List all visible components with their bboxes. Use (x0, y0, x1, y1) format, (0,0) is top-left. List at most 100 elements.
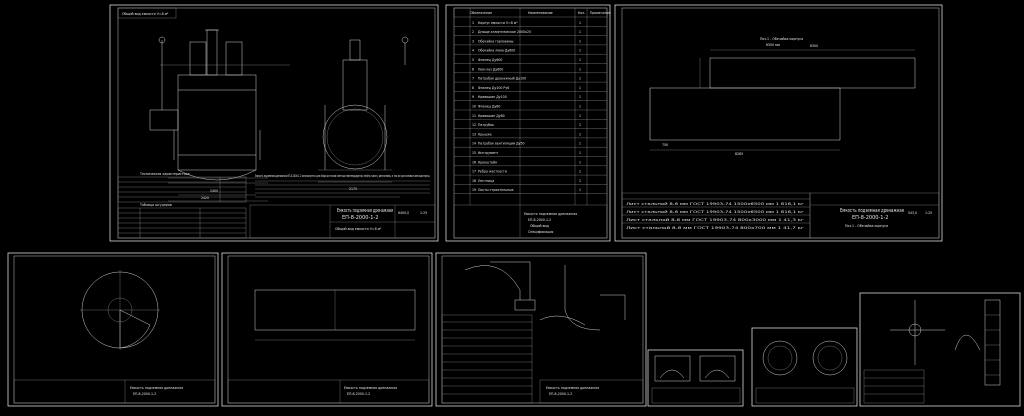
spec-row-label: Фланец Ду600 (478, 58, 502, 62)
spec-row-pos: 18 (472, 179, 476, 183)
title-scale: 1:25 (420, 211, 427, 215)
spec-row-pos: 11 (472, 114, 476, 118)
spec-row-label: Патрубок вентиляции Ду50 (478, 142, 525, 146)
spec-row-label: Кронштейн (478, 160, 497, 164)
sheet-bottom-4 (647, 349, 744, 407)
spec-row-qty: 1 (579, 160, 581, 164)
title-view: Общий вид емкости V=8 м³ (335, 227, 382, 231)
materials-rows-group: Лист стальной 8-6 мм ГОСТ 19903-74 1500х… (622, 198, 810, 230)
shell-sub: 6500 мм (766, 43, 781, 47)
b1-title: Емкость подземная дренажная (130, 386, 183, 390)
spec-code: ЕП-8-2000-1-2 (528, 218, 551, 222)
tech-characteristics-table: Техническая характеристика (117, 172, 247, 203)
b2-code: ЕП-8-2000-1-2 (347, 392, 370, 396)
shell-block-title: Емкость подземная дренажная (840, 208, 904, 214)
title-mass: 6400,0 (398, 211, 409, 215)
sheet-bottom-6 (859, 292, 1021, 407)
title-code: ЕП-8-2000-1-2 (342, 215, 378, 221)
spec-row-label: Днище эллиптическое 2000х25 (478, 30, 531, 34)
b1-code: ЕП-8-2000-1-2 (133, 392, 156, 396)
spec-row-qty: 1 (579, 67, 581, 71)
spec-row-pos: 1 (472, 21, 474, 25)
stamp-corner-text: Общий вид емкости V=8 м³ (122, 12, 169, 16)
spec-title: Емкость подземная дренажная (524, 212, 577, 216)
spec-row-pos: 12 (472, 123, 476, 127)
shell-title: Поз.1 - Обечайка корпуса (760, 37, 803, 41)
b2-title: Емкость подземная дренажная (344, 386, 397, 390)
material-row-label: Лист стальной 8-6 мм ГОСТ 19903-74 1500х… (626, 202, 805, 206)
sheet-bottom-1: Емкость подземная дренажная ЕП-8-2000-1-… (7, 252, 219, 407)
spec-row-qty: 1 (579, 105, 581, 109)
spec-row-qty: 1 (579, 142, 581, 146)
spec-row-pos: 3 (472, 39, 474, 43)
spec-row-pos: 4 (472, 49, 474, 53)
spec-row-qty: 1 (579, 132, 581, 136)
spec-row-label: Обечайка горловины (478, 39, 514, 43)
material-row-label: Лист стальной 8-6 мм ГОСТ 19903-74 800х3… (626, 218, 805, 222)
spec-row-pos: 5 (472, 58, 474, 62)
nozzle-schedule-table: Таблица штуцеров (117, 203, 247, 239)
shell-dim-6300: 6300 (810, 44, 818, 48)
sheet-shell: Поз.1 - Обечайка корпуса 6500 мм 6300 82… (614, 4, 943, 242)
schedule-title: Таблица штуцеров (139, 203, 172, 207)
spec-row-qty: 1 (579, 30, 581, 34)
spec-row-pos: 7 (472, 77, 474, 81)
spec-row-pos: 9 (472, 95, 474, 99)
spec-row-label: Фланец Ду100 Ру6 (478, 86, 509, 90)
spec-row-label: Крышка (478, 132, 492, 136)
spec-row-label: Корпус емкости V=8 м³ (478, 21, 518, 25)
spec-row-label: Патрубок дренажный Ду100 (478, 77, 526, 81)
spec-row-pos: 16 (472, 160, 476, 164)
spec-view: Общий вид (530, 224, 550, 228)
spec-row-qty: 1 (579, 114, 581, 118)
notes-text: Емкость подземная дренажная ЕП-8-2000-1-… (255, 174, 430, 178)
spec-row-pos: 13 (472, 132, 476, 136)
spec-row-label: Кривошип Ду80 (478, 114, 505, 118)
material-row-label: Лист стальной 8-6 мм ГОСТ 19903-74 800х7… (626, 226, 805, 230)
shell-scale: 1:25 (925, 211, 932, 215)
spec-row-qty: 1 (579, 77, 581, 81)
b3-code: ЕП-8-2000-1-2 (549, 392, 572, 396)
spec-row-qty: 1 (579, 39, 581, 43)
spec-row-pos: 17 (472, 170, 476, 174)
spec-row-pos: 2 (472, 30, 474, 34)
sheet-bottom-3: Емкость подземная дренажная ЕП-8-2000-1-… (435, 252, 647, 407)
dim-label-2420: 2420 (201, 196, 209, 200)
spec-row-qty: 1 (579, 58, 581, 62)
spec-row-pos: 8 (472, 86, 474, 90)
shell-block-sub: Поз.1 - Обечайка корпуса (845, 224, 888, 228)
shell-dim-8285: 8285 (735, 152, 743, 156)
spec-header-qty: Кол. (578, 11, 585, 15)
spec-row-qty: 1 (579, 49, 581, 53)
spec-header-note: Примечание (590, 11, 611, 15)
spec-row-qty: 1 (579, 170, 581, 174)
material-row-label: Лист стальной 8-6 мм ГОСТ 19903-74 1500х… (626, 210, 805, 214)
spec-row-label: Фланец Ду80 (478, 105, 500, 109)
sheet-general-view: Общий вид емкости V=8 м³ 2400 2420 (109, 4, 439, 242)
shell-dim-750: 750 (662, 143, 668, 147)
dim-label-2400: 2400 (210, 189, 218, 193)
tech-chars-title: Техническая характеристика (139, 172, 190, 176)
spec-row-label: Обечайка люка Ду600 (478, 49, 515, 53)
spec-row-label: Лестница (478, 179, 494, 183)
spec-row-qty: 1 (579, 95, 581, 99)
spec-row-pos: 10 (472, 105, 476, 109)
spec-row-qty: 1 (579, 86, 581, 90)
sheet-specification: Обозначение Наименование Кол. Примечание… (445, 4, 611, 242)
title-main: Емкость подземная дренажная (337, 208, 393, 214)
b3-title: Емкость подземная дренажная (546, 386, 599, 390)
spec-row-pos: 14 (472, 142, 476, 146)
spec-row-label: Патрубок (478, 123, 494, 127)
spec-row-label: Ребро жесткости (478, 170, 507, 174)
spec-row-qty: 1 (579, 188, 581, 192)
spec-row-label: Кривошип Ду100 (478, 95, 507, 99)
spec-row-pos: 19 (472, 188, 476, 192)
spec-row-label: Люк-лаз Ду600 (478, 67, 503, 71)
spec-row-qty: 1 (579, 151, 581, 155)
title-block-general: Емкость подземная дренажная ЕП-8-2000-1-… (249, 204, 436, 239)
spec-header-name: Наименование (528, 11, 553, 15)
spec-row-label: Листы строительные (478, 188, 514, 192)
spec-row-qty: 1 (579, 179, 581, 183)
spec-row-qty: 1 (579, 123, 581, 127)
